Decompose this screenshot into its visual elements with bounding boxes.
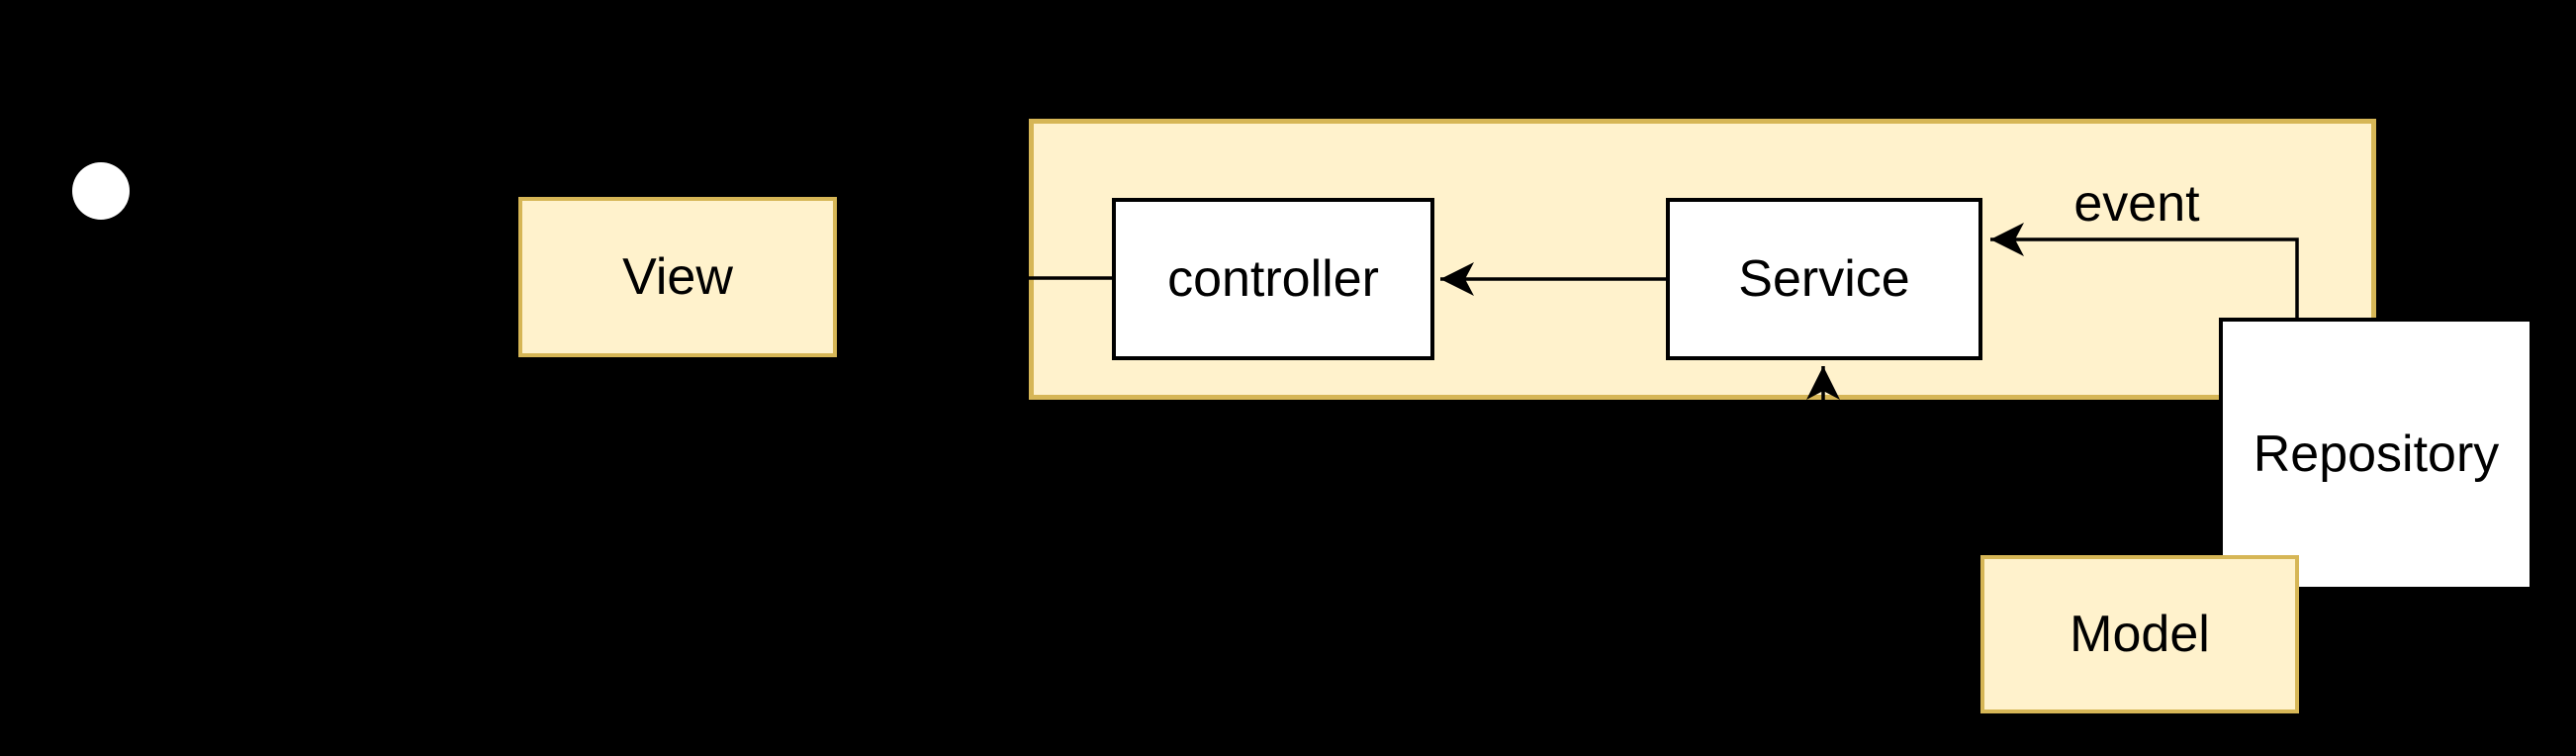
- edge-model-to-service: [1806, 366, 1982, 635]
- controller-node: controller: [1112, 198, 1434, 360]
- edge-start-to-view: [130, 189, 508, 294]
- edge-label-event: event: [2073, 175, 2200, 233]
- service-node: Service: [1666, 198, 1982, 360]
- model-node: Model: [1980, 555, 2299, 713]
- service-node-label: Service: [1738, 250, 1910, 308]
- controller-node-label: controller: [1167, 250, 1379, 308]
- repository-node: Repository: [2219, 318, 2533, 591]
- repository-node-label: Repository: [2253, 425, 2500, 483]
- view-node-label: View: [622, 248, 733, 306]
- view-node: View: [518, 197, 837, 357]
- model-node-label: Model: [2070, 606, 2210, 663]
- start-node: [72, 162, 130, 220]
